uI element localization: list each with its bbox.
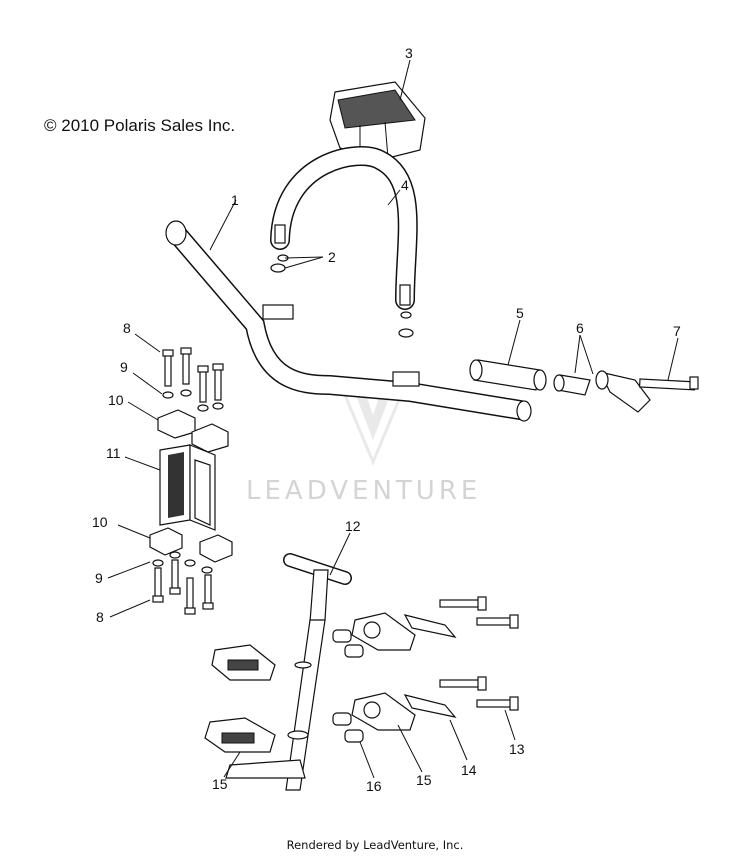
post-clamp-left-upper <box>211 644 276 681</box>
spacers-upper <box>332 629 364 658</box>
nut-upper <box>270 254 289 273</box>
callout-4: 4 <box>401 177 409 193</box>
post-clamp-right-upper <box>351 612 416 651</box>
callout-9-upper: 9 <box>120 359 128 375</box>
callout-10-upper: 10 <box>108 392 124 408</box>
post-clamp-left-lower <box>204 717 276 753</box>
lower-bolts <box>152 559 214 615</box>
footer-credit: Rendered by LeadVenture, Inc. <box>286 838 464 852</box>
plate-upper <box>403 614 457 638</box>
grip-bolt <box>638 376 699 391</box>
upper-clamps <box>157 409 229 453</box>
callout-9-lower: 9 <box>95 570 103 586</box>
callout-8-upper: 8 <box>123 320 131 336</box>
watermark-text: LEADVENTURE <box>246 476 482 506</box>
upper-bolts <box>162 347 224 403</box>
callout-15-right: 15 <box>416 772 432 788</box>
grip-end-pair <box>553 370 651 413</box>
callout-6: 6 <box>576 320 584 336</box>
post-clamp-right-lower <box>351 692 416 731</box>
nut-lower <box>398 311 414 338</box>
riser-block <box>159 444 216 531</box>
copyright-notice: © 2010 Polaris Sales Inc. <box>44 116 236 135</box>
callout-16: 16 <box>366 778 382 794</box>
lower-washers <box>152 551 213 574</box>
callout-3: 3 <box>405 45 413 61</box>
callout-11: 11 <box>106 445 121 461</box>
callout-10-lower: 10 <box>92 514 108 530</box>
spacers-lower <box>332 712 364 743</box>
crossbar <box>270 146 418 310</box>
callout-13: 13 <box>509 741 525 757</box>
callout-1: 1 <box>231 192 239 208</box>
callout-labels: 1 2 3 4 5 6 7 8 9 10 11 10 9 8 12 13 14 … <box>92 45 681 794</box>
callout-14: 14 <box>461 762 477 778</box>
lower-clamps <box>149 527 233 563</box>
handlebar <box>165 220 532 422</box>
callout-5: 5 <box>516 305 524 321</box>
callout-2: 2 <box>328 249 336 265</box>
plate-lower <box>403 694 457 718</box>
grip-tube <box>469 359 547 391</box>
bolts-right <box>439 596 519 711</box>
steering-post <box>225 553 352 791</box>
callout-7: 7 <box>673 323 681 339</box>
callout-8-lower: 8 <box>96 609 104 625</box>
leader-lines <box>107 59 679 779</box>
callout-12: 12 <box>345 518 361 534</box>
upper-washers <box>162 389 224 412</box>
callout-15-left: 15 <box>212 776 228 792</box>
